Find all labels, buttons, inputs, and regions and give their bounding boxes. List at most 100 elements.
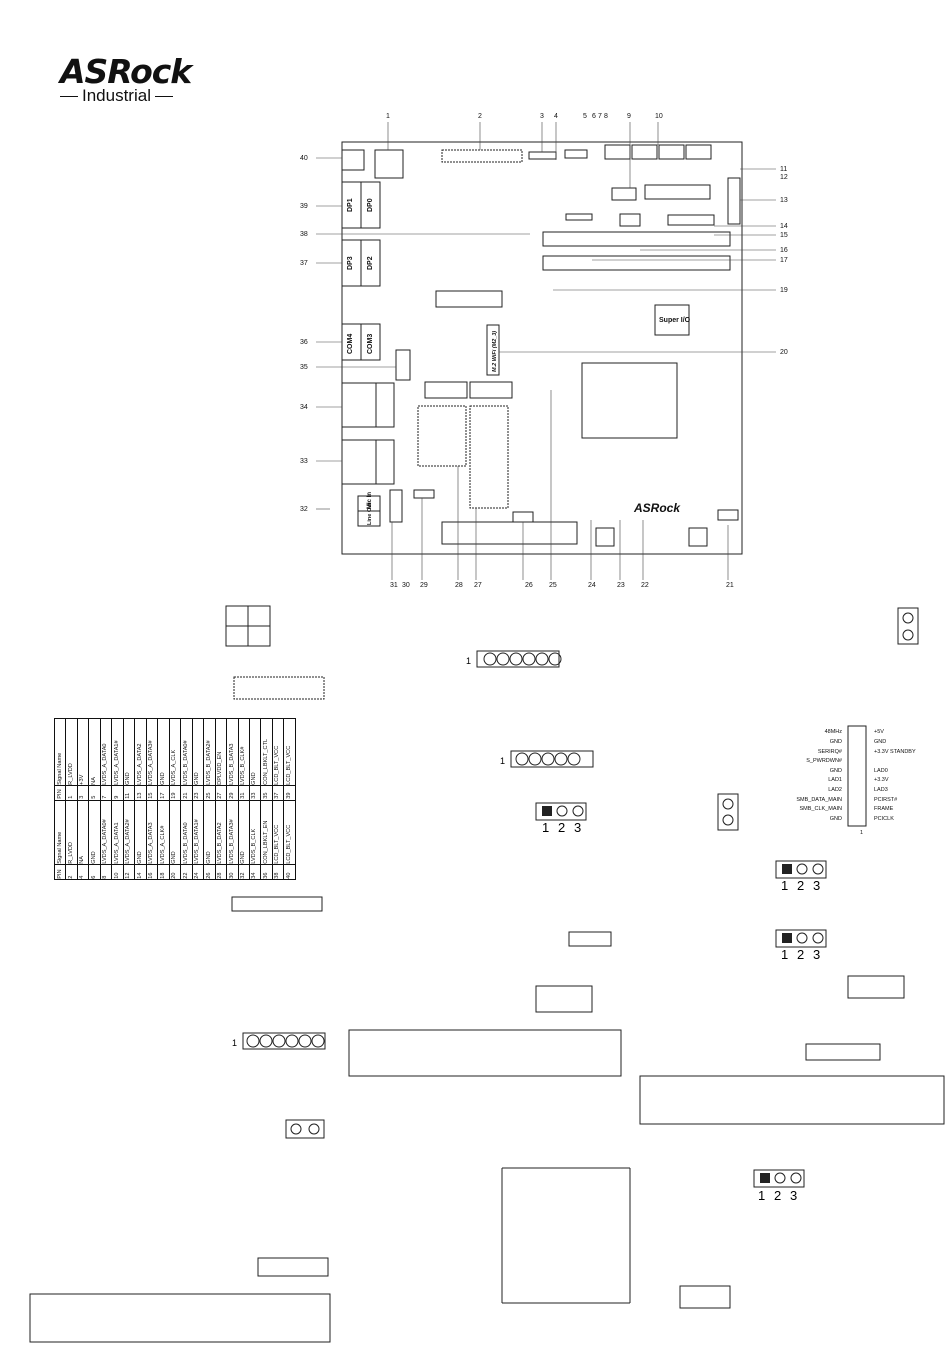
header-13	[727, 177, 741, 225]
lvds-cell: GND	[157, 718, 170, 786]
lpc-right-0: +5V	[874, 729, 884, 735]
pin1-label-b: 1	[500, 756, 505, 766]
callout-32: 32	[300, 506, 308, 513]
lvds-cell: +3V	[77, 718, 89, 786]
lvds-cell: NA	[77, 800, 89, 865]
lpc-left-4: GND	[830, 768, 842, 774]
callout-25: 25	[549, 582, 557, 589]
pin-num-1-d: 1	[758, 1188, 765, 1203]
lpc-right-4: LAD0	[874, 768, 888, 774]
lvds-pin: 14	[134, 864, 147, 880]
pin1-label-c: 1	[232, 1038, 237, 1048]
header-pin-top: PIN	[54, 785, 66, 801]
header-6pin-c	[242, 1032, 326, 1050]
header-9-10-a	[604, 144, 631, 160]
lvds-pin: 39	[283, 785, 296, 801]
lvds-pin-table: Signal Name R_LVDD +3V NA LVDS_A_DATA0 L…	[54, 718, 296, 880]
super-io-label: Super I/O	[659, 317, 691, 324]
lvds-pin: 36	[260, 864, 273, 880]
callout-4: 4	[554, 113, 558, 120]
lvds-pin: 12	[123, 864, 135, 880]
callout-12: 12	[780, 174, 788, 181]
lvds-cell: GND	[134, 800, 147, 865]
callout-13: 13	[780, 197, 788, 204]
callout-40: 40	[300, 155, 308, 162]
callout-10: 10	[655, 113, 663, 120]
lpc-right-2: +3.3V STANDBY	[874, 749, 916, 755]
header-29	[413, 489, 435, 499]
lvds-pin: 1	[65, 785, 78, 801]
callout-24: 24	[588, 582, 596, 589]
lvds-pin: 11	[123, 785, 135, 801]
lpc-left-5: LAD1	[828, 777, 842, 783]
header-15	[667, 214, 715, 226]
lvds-pin: 26	[203, 864, 216, 880]
usb-header	[847, 975, 905, 999]
header-16	[619, 213, 641, 227]
table-3	[29, 1293, 331, 1343]
lpc-left-7: SMB_DATA_MAIN	[796, 797, 842, 803]
pin-num-3-c: 3	[813, 947, 820, 962]
header-3pin-c	[775, 929, 827, 948]
lvds-pin: 32	[238, 864, 250, 880]
fan-conn-21	[717, 509, 739, 521]
lvds-cell: GND	[88, 800, 101, 865]
lvds-pin: 25	[203, 785, 216, 801]
callout-9: 9	[627, 113, 631, 120]
pin-num-3-d: 3	[790, 1188, 797, 1203]
lvds-cell: GND	[169, 800, 181, 865]
lpc-right-8: FRAME	[874, 806, 894, 812]
lvds-cell: DPLVDD_EN	[215, 718, 227, 786]
callout-39: 39	[300, 203, 308, 210]
lvds-cell: LCD_BLT_VCC	[283, 718, 296, 786]
callout-33: 33	[300, 458, 308, 465]
lpc-right-5: +3.3V	[874, 777, 889, 783]
lvds-cell: LVDS_A_DATA1#	[111, 718, 124, 786]
fan-header-b	[679, 1285, 731, 1309]
callout-29: 29	[420, 582, 428, 589]
header-3pin-d	[753, 1169, 805, 1188]
super-io-chip	[654, 304, 690, 336]
lvds-pin: 38	[272, 864, 284, 880]
table-2	[639, 1075, 945, 1125]
motherboard-layout-diagram: DP1 DP0 DP3 DP2 COM4 COM3 Mic In Line Ou…	[300, 113, 788, 589]
lpc-left-6: LAD2	[828, 787, 842, 793]
lvds-cell: LVDS_B_DATA0#	[180, 718, 193, 786]
lvds-cell: LVDS_B_DATA2#	[203, 718, 216, 786]
header-26	[512, 511, 534, 523]
lvds-cell: GND	[203, 800, 216, 865]
memory-slot-1	[542, 231, 731, 247]
table-1	[348, 1029, 622, 1077]
lvds-pin: 23	[192, 785, 204, 801]
lvds-cell: LVDS_B_DATA2	[215, 800, 227, 865]
chip-left-bottom	[595, 527, 615, 547]
mic-in-label: Mic In	[367, 492, 373, 509]
callout-20: 20	[780, 349, 788, 356]
cpu-area	[581, 362, 678, 439]
lpc-right-9: PCICLK	[874, 816, 894, 822]
lpc-right-1: GND	[874, 739, 886, 745]
lvds-cell: LVDS_A_DATA0	[100, 718, 112, 786]
header-5	[564, 149, 588, 159]
lvds-cell: LCD_BLT_VCC	[272, 718, 284, 786]
callout-16: 16	[780, 247, 788, 254]
header-2pin-b	[717, 793, 739, 831]
header-3	[528, 151, 557, 160]
lvds-pin: 30	[226, 864, 238, 880]
header-30	[389, 489, 403, 523]
lvds-cell: GND	[249, 718, 261, 786]
lvds-pin: 13	[134, 785, 147, 801]
callout-17: 17	[780, 257, 788, 264]
rear-io-block-top	[341, 149, 365, 171]
m2-wifi-label: M.2 WiFi (M2_3)	[492, 331, 498, 372]
lvds-cell: GND	[238, 800, 250, 865]
callout-23: 23	[617, 582, 625, 589]
lvds-connector	[441, 149, 523, 163]
lvds-pin: 28	[215, 864, 227, 880]
dp2-label: DP2	[367, 256, 374, 270]
usb-lan-bottom	[341, 439, 395, 485]
line-out-label: Line Out	[367, 503, 373, 525]
board-asrock-logo: ASRock	[633, 501, 681, 515]
lvds-cell: LVDS_A_DATA1	[111, 800, 124, 865]
lvds-pin: 18	[157, 864, 170, 880]
